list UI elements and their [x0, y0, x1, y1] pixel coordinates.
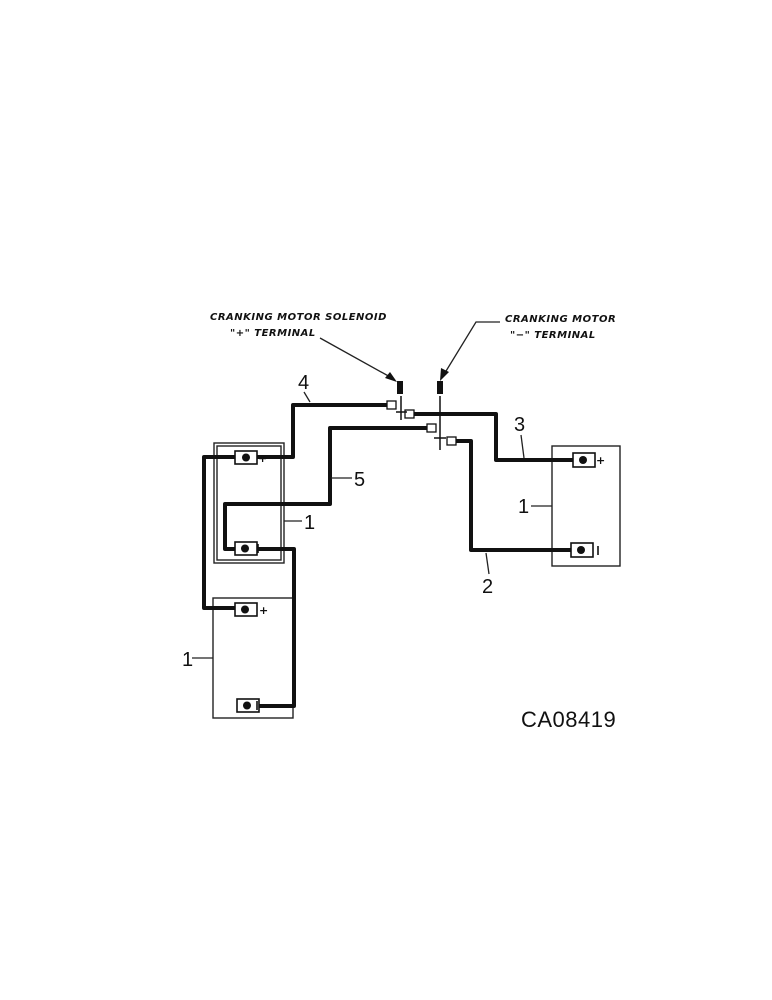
solenoid-label-line2: "+" TERMINAL: [230, 328, 316, 339]
callout-5: 5: [331, 469, 365, 491]
callout-1-upper-left: 1: [284, 512, 315, 534]
cable-link-upper-left: [202, 455, 238, 610]
solenoid-leader-line: [319, 337, 393, 379]
motor-leader-line: [442, 321, 500, 377]
sign-positive: +: [258, 452, 267, 465]
cable-link-lower-right: [254, 547, 296, 708]
post-ul-negative: [234, 541, 259, 556]
solenoid-label-line1: CRANKING MOTOR SOLENOID: [210, 312, 387, 323]
callout-1-lower-left: 1: [182, 649, 213, 671]
svg-text:1: 1: [304, 512, 315, 534]
motor-arrow-head: [440, 368, 449, 381]
cable-2: [454, 439, 583, 552]
svg-text:1: 1: [182, 649, 193, 671]
post-ll-negative: [236, 698, 260, 713]
motor-label-line1: CRANKING MOTOR: [505, 314, 616, 325]
cable-3: [412, 412, 584, 462]
post-r-positive: +: [572, 452, 605, 468]
solenoid-arrow-head: [385, 372, 397, 382]
motor-terminal-label: CRANKING MOTOR "−" TERMINAL: [440, 314, 616, 381]
motor-minus-stud: [434, 381, 446, 450]
cable-4: [256, 403, 392, 459]
callout-2: 2: [482, 552, 493, 598]
callout-4: 4: [298, 372, 311, 403]
svg-text:2: 2: [482, 576, 493, 598]
motor-label-line2: "−" TERMINAL: [510, 330, 596, 341]
figure-id: CA08419: [521, 707, 616, 732]
post-ul-positive: +: [234, 450, 267, 465]
svg-text:4: 4: [298, 372, 309, 394]
post-ll-positive: +: [234, 602, 268, 617]
svg-text:1: 1: [518, 496, 529, 518]
svg-text:3: 3: [514, 414, 525, 436]
cable-5: [223, 426, 432, 551]
post-r-negative: [570, 542, 599, 558]
svg-text:5: 5: [354, 469, 365, 491]
sign-positive: +: [259, 604, 268, 617]
solenoid-terminal-label: CRANKING MOTOR SOLENOID "+" TERMINAL: [210, 312, 397, 382]
connector-ends: [386, 400, 457, 446]
callout-1-right: 1: [518, 496, 552, 518]
callout-3: 3: [514, 414, 525, 459]
sign-positive: +: [596, 454, 605, 467]
solenoid-plus-stud: [396, 381, 407, 420]
